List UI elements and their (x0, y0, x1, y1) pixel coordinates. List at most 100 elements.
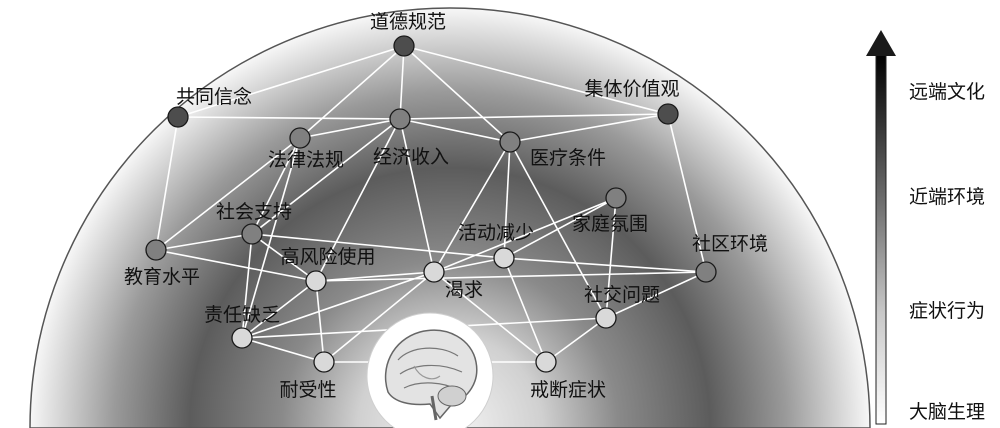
edge-daode-yiliao (403, 45, 511, 143)
edge-falv-jingji (299, 118, 401, 139)
node-naishou: 耐受性 (279, 351, 337, 401)
edge-jingji-gaofeng (315, 118, 401, 282)
edge-jiti-jingji (399, 113, 669, 120)
edge-jiti-shequ (667, 113, 707, 273)
node-jingji: 经济收入 (373, 108, 449, 168)
edge-jiti-yiliao (509, 113, 669, 143)
node-marker (289, 127, 311, 149)
legend-level-proximal: 近端环境 (909, 186, 985, 208)
node-label: 道德规范 (370, 11, 446, 33)
node-label: 医疗条件 (530, 147, 606, 169)
node-gaofeng: 高风险使用 (280, 246, 376, 292)
node-jieduan: 戒断症状 (530, 351, 606, 401)
edge-daode-gongtong (177, 45, 405, 118)
brain-sagittal-icon (366, 312, 494, 428)
node-label: 社区环境 (692, 233, 768, 255)
edge-jiating-shejiao (605, 197, 617, 319)
edge-yiliao-huodong (503, 141, 511, 259)
node-label: 家庭氛围 (572, 213, 648, 235)
node-marker (241, 223, 263, 245)
node-label: 经济收入 (373, 146, 449, 168)
edge-kewang-naishou (323, 271, 435, 363)
edge-falv-shehui (251, 137, 301, 235)
node-label: 高风险使用 (280, 246, 375, 268)
edge-falv-jiaoyu (155, 137, 301, 251)
node-shejiao: 社交问题 (584, 284, 660, 329)
node-jiaoyu: 教育水平 (124, 239, 200, 288)
node-marker (605, 187, 627, 209)
edge-shehui-jiaoyu (155, 233, 253, 251)
node-marker (313, 351, 335, 373)
node-marker (595, 307, 617, 329)
node-marker (305, 270, 327, 292)
node-marker (389, 108, 411, 130)
edge-layer (155, 45, 707, 363)
edge-kewang-jieduan (433, 271, 547, 363)
node-falv: 法律法规 (268, 127, 344, 171)
node-yiliao: 医疗条件 (499, 131, 606, 169)
edge-shehui-gaofeng (251, 233, 317, 282)
legend-level-distal: 远端文化 (909, 81, 985, 103)
edge-jiating-kewang (433, 197, 617, 273)
node-label: 活动减少 (458, 222, 534, 244)
edge-yiliao-kewang (433, 141, 511, 273)
node-label: 教育水平 (124, 266, 200, 288)
node-jiating: 家庭氛围 (572, 187, 648, 235)
node-gongtong: 共同信念 (167, 85, 252, 128)
edge-gongtong-jingji (177, 116, 401, 120)
node-zeren: 责任缺乏 (204, 304, 280, 349)
edge-daode-jiti (403, 45, 669, 115)
edge-gaofeng-naishou (315, 280, 325, 363)
node-marker (657, 103, 679, 125)
level-arrow-icon (875, 53, 887, 425)
edge-daode-falv (299, 45, 405, 139)
edge-jiaoyu-gaofeng (155, 249, 317, 282)
edge-shequ-huodong (503, 257, 707, 273)
arrow-head-icon (866, 30, 896, 56)
edge-gaofeng-kewang (315, 271, 435, 282)
edge-jiating-huodong (503, 197, 617, 259)
node-label: 集体价值观 (584, 78, 679, 100)
node-daode: 道德规范 (370, 11, 446, 57)
node-layer: 道德规范共同信念集体价值观法律法规经济收入医疗条件社会支持家庭氛围教育水平社区环… (124, 11, 768, 401)
node-kewang: 渴求 (423, 261, 483, 301)
legend-level-brain: 大脑生理 (909, 401, 985, 423)
node-marker (499, 131, 521, 153)
node-marker (493, 247, 515, 269)
node-shequ: 社区环境 (692, 233, 768, 283)
node-marker (535, 351, 557, 373)
edge-jingji-kewang (399, 118, 435, 273)
node-label: 法律法规 (268, 149, 344, 171)
node-jiti: 集体价值观 (584, 78, 680, 125)
edge-huodong-jieduan (503, 257, 547, 363)
edge-jingji-yiliao (399, 118, 511, 143)
edge-gongtong-jiaoyu (155, 116, 179, 251)
node-label: 渴求 (445, 279, 483, 301)
node-marker (145, 239, 167, 261)
edge-shequ-shejiao (605, 271, 707, 319)
legend-level-symptom: 症状行为 (909, 300, 985, 322)
node-marker (167, 106, 189, 128)
node-label: 共同信念 (176, 85, 252, 108)
node-label: 戒断症状 (530, 379, 606, 401)
edge-shejiao-jieduan (545, 317, 607, 363)
node-label: 责任缺乏 (204, 304, 280, 326)
edge-falv-zeren (241, 137, 301, 339)
node-marker (423, 261, 445, 283)
node-marker (393, 35, 415, 57)
edge-kewang-zeren (241, 271, 435, 339)
edge-jingji-shehui (251, 118, 401, 235)
node-label: 社交问题 (584, 284, 660, 306)
legend: 远端文化 近端环境 症状行为 大脑生理 (866, 30, 985, 425)
node-label: 耐受性 (279, 379, 336, 401)
node-marker (231, 327, 253, 349)
edge-shehui-huodong (251, 233, 505, 259)
edge-yiliao-shejiao (509, 141, 607, 319)
edge-shehui-zeren (241, 233, 253, 339)
edge-zeren-naishou (241, 337, 325, 363)
edge-gaofeng-zeren (241, 280, 317, 339)
node-marker (695, 261, 717, 283)
edge-daode-jingji (399, 45, 405, 120)
node-huodong: 活动减少 (458, 222, 534, 269)
